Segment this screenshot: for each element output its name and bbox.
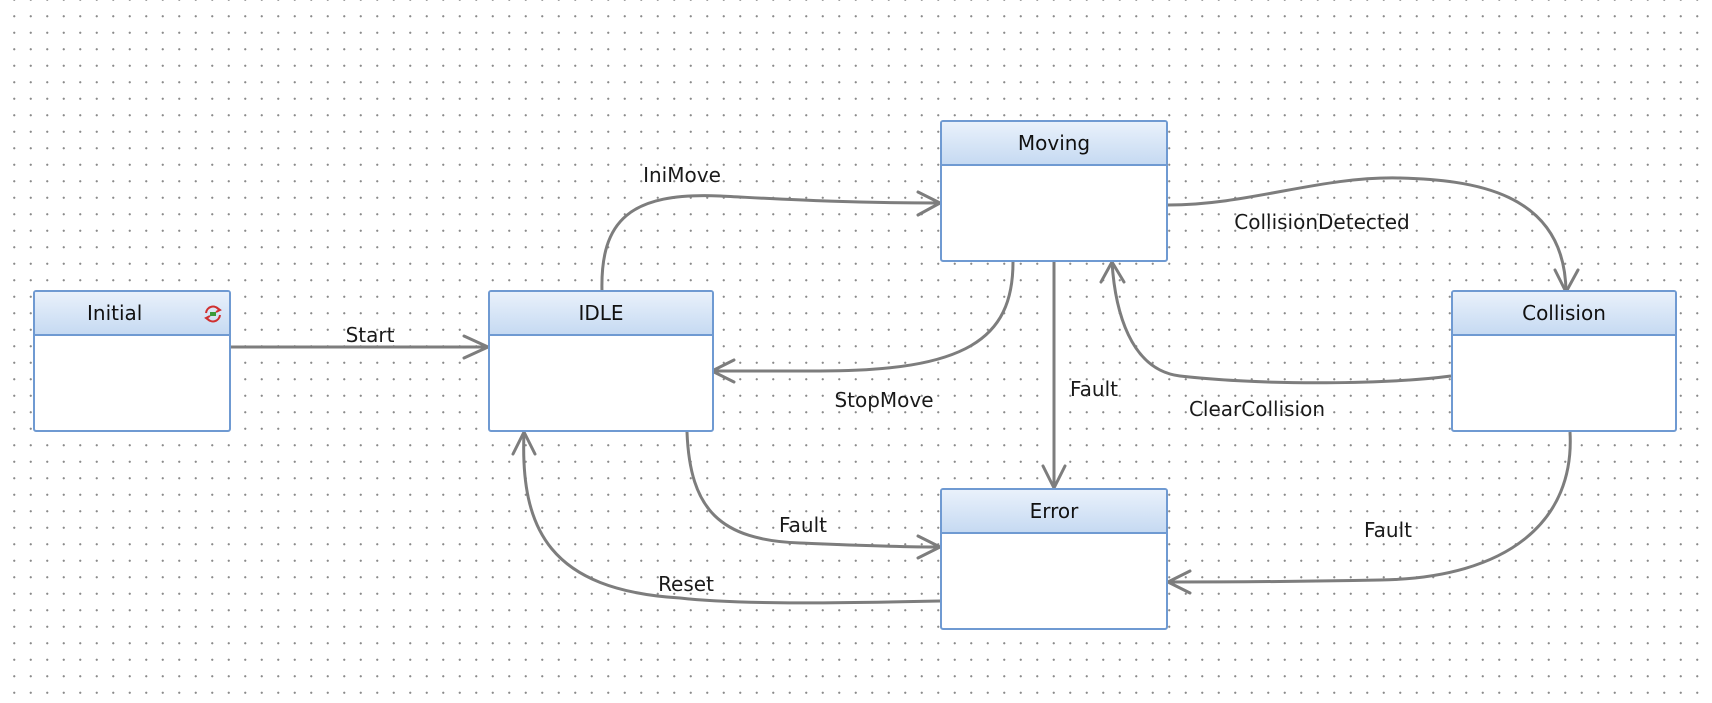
transition-reset-label: Reset: [658, 572, 714, 596]
transition-inimove-label: IniMove: [643, 163, 721, 187]
transition-clear-collision-label: ClearCollision: [1189, 397, 1325, 421]
state-collision-header[interactable]: Collision: [1453, 292, 1675, 336]
state-error-header[interactable]: Error: [942, 490, 1166, 534]
state-initial-header[interactable]: Initial: [35, 292, 229, 336]
transition-inimove[interactable]: IniMove: [600, 163, 942, 293]
state-idle[interactable]: IDLE: [488, 290, 714, 432]
state-error-name: Error: [1029, 499, 1079, 523]
state-initial[interactable]: Initial: [33, 290, 231, 432]
state-idle-name: IDLE: [578, 301, 624, 325]
state-initial-name: Initial: [87, 301, 143, 325]
transition-stopmove[interactable]: StopMove: [710, 261, 1015, 412]
transition-fault-moving[interactable]: Fault: [1041, 262, 1118, 490]
transition-collision-detected-label: CollisionDetected: [1234, 210, 1409, 234]
state-moving[interactable]: Moving: [940, 120, 1168, 262]
transition-stopmove-label: StopMove: [834, 388, 933, 412]
transition-fault-collision-label: Fault: [1364, 518, 1412, 542]
transition-start[interactable]: Start: [231, 323, 490, 360]
state-error[interactable]: Error: [940, 488, 1168, 630]
transition-fault-idle[interactable]: Fault: [685, 431, 942, 560]
state-collision[interactable]: Collision: [1451, 290, 1677, 432]
transition-reset[interactable]: Reset: [511, 430, 941, 605]
state-moving-header[interactable]: Moving: [942, 122, 1166, 166]
transition-collision-detected[interactable]: CollisionDetected: [1167, 176, 1580, 294]
state-moving-name: Moving: [1017, 131, 1091, 155]
initial-state-cycle-icon: [204, 305, 222, 323]
transition-fault-collision[interactable]: Fault: [1166, 431, 1572, 595]
transition-fault-moving-label: Fault: [1070, 377, 1118, 401]
transition-start-label: Start: [346, 323, 395, 347]
state-idle-header[interactable]: IDLE: [490, 292, 712, 336]
state-collision-name: Collision: [1522, 301, 1606, 325]
transition-fault-idle-label: Fault: [779, 513, 827, 537]
transition-clear-collision[interactable]: ClearCollision: [1099, 260, 1452, 421]
